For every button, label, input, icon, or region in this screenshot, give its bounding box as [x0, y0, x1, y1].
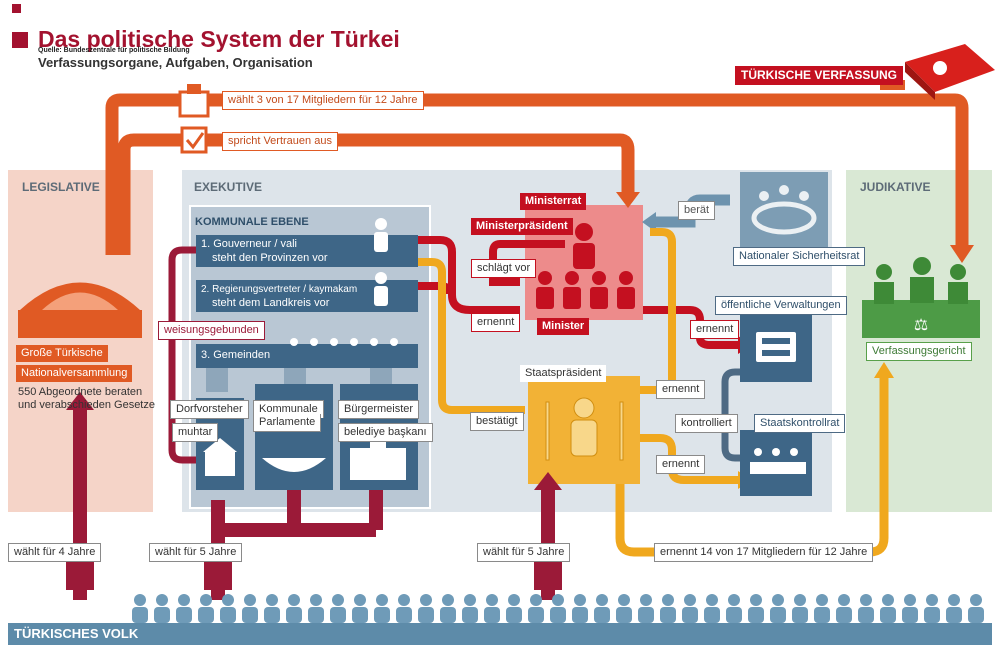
- town-hall-icon: [350, 436, 406, 480]
- council-chamber-icon: [262, 458, 326, 472]
- constitution-label: TÜRKISCHE VERFASSUNG: [735, 66, 904, 85]
- court-bench: [862, 300, 980, 338]
- parliaments-label-line2: Parlamente: [253, 414, 322, 432]
- label-bound: weisungsgebunden: [158, 321, 265, 340]
- village-head-label: Dorfvorsteher: [170, 400, 249, 419]
- checkbox-icon: [180, 126, 208, 154]
- label-advises: berät: [678, 201, 716, 220]
- label-appoints-governor: ernennt: [471, 313, 521, 332]
- page-subtitle: Verfassungsorgane, Aufgaben, Organisatio…: [38, 55, 313, 70]
- judicative-panel: [846, 170, 992, 512]
- elects-5-years-president-arrowhead: [534, 472, 562, 490]
- communities-label: 3. Gemeinden: [201, 349, 271, 361]
- parliament-icon: [18, 282, 142, 338]
- district-line1: 2. Regierungsvertreter / kaymakam: [201, 284, 358, 295]
- label-appoints-audit: ernennt: [656, 455, 706, 474]
- label-appoints-admin: ernennt: [690, 320, 740, 339]
- people-bar: [8, 623, 992, 645]
- prime-minister-icon: [573, 223, 595, 269]
- header-square-small: [12, 4, 21, 13]
- confirms-arrow: [418, 258, 525, 414]
- governor-icon: [374, 218, 388, 252]
- elects-3-of-17-arrow: [105, 93, 969, 255]
- section-judicative: JUDIKATIVE: [860, 180, 931, 194]
- audit-council-label: Staatskontrollrat: [754, 414, 846, 433]
- archive-icon: [756, 332, 796, 362]
- label-elects-3-of-17: wählt 3 von 17 Mitgliedern für 12 Jahre: [222, 91, 424, 110]
- president-icon: [545, 397, 624, 461]
- parliament-desc-line1: 550 Abgeordnete beraten: [18, 386, 143, 398]
- label-appoints-pm: ernennt: [656, 380, 706, 399]
- label-elects-4-years: wählt für 4 Jahre: [8, 543, 102, 562]
- village-head-tr-label: muhtar: [172, 423, 219, 442]
- parliaments-label-line1: Kommunale: [253, 400, 324, 418]
- governor-line2: steht den Provinzen vor: [212, 252, 328, 264]
- label-proposes: schlägt vor: [471, 259, 537, 278]
- court-label: Verfassungsgericht: [866, 342, 972, 361]
- source-note: Quelle: Bundeszentrale für politische Bi…: [38, 47, 190, 54]
- district-head-icon: [374, 272, 388, 306]
- parliament-name-line1: Große Türkische: [16, 345, 108, 362]
- mayor-label: Bürgermeister: [338, 400, 420, 419]
- people-label: TÜRKISCHES VOLK: [14, 626, 139, 641]
- auditors-icon: [750, 448, 806, 474]
- constitution-book-icon: [905, 44, 995, 100]
- community-members-icon: [290, 338, 398, 346]
- appoints-14-of-17-arrowhead: [874, 362, 894, 378]
- connector-village: [206, 368, 228, 392]
- ballot-box-top-icon: [178, 84, 210, 118]
- connector-parliament: [284, 368, 306, 384]
- parliament-name-line2: Nationalversammlung: [16, 365, 133, 382]
- judges-icon: [874, 257, 968, 304]
- label-confirms: bestätigt: [470, 412, 524, 431]
- appoints-governor-arrow: [418, 236, 520, 314]
- section-executive: EXEKUTIVE: [194, 180, 263, 194]
- header-square: [12, 32, 28, 48]
- proposes-arrow: [489, 240, 565, 286]
- president-label: Staatspräsident: [520, 365, 607, 382]
- district-line2: steht dem Landkreis vor: [212, 297, 330, 309]
- label-confidence: spricht Vertrauen aus: [222, 132, 338, 151]
- label-elects-5-years-president: wählt für 5 Jahre: [477, 543, 571, 562]
- bound-arrow: [168, 246, 238, 464]
- section-municipal: KOMMUNALE EBENE: [195, 216, 309, 228]
- council-label: Ministerrat: [520, 193, 587, 210]
- advises-arrowhead: [642, 212, 656, 232]
- label-appoints-14-of-17: ernennt 14 von 17 Mitgliedern für 12 Jah…: [654, 543, 874, 562]
- communities-box: [196, 344, 418, 368]
- connector-mayor: [370, 368, 392, 384]
- ministers-icon: [536, 271, 635, 309]
- mayor-tr-label: belediye başkanı: [338, 423, 433, 442]
- elects-3-of-17-arrowhead: [950, 245, 974, 263]
- people-crowd-icon: [132, 594, 984, 623]
- confidence-arrow: [117, 133, 635, 255]
- village-icon: [203, 438, 237, 476]
- prime-minister-label: Ministerpräsident: [471, 218, 573, 235]
- public-admin-label: öffentliche Verwaltungen: [715, 296, 847, 315]
- label-elects-5-years-local: wählt für 5 Jahre: [149, 543, 243, 562]
- confidence-arrowhead: [616, 192, 640, 208]
- parliament-desc-line2: und verabschieden Gesetze: [18, 399, 155, 411]
- section-legislative: LEGISLATIVE: [22, 180, 100, 194]
- security-council-label: Nationaler Sicherheitsrat: [733, 247, 866, 266]
- page-title: Das politische System der Türkei: [38, 26, 400, 52]
- elects-4-years-arrowhead: [66, 392, 94, 410]
- minister-label: Minister: [537, 318, 590, 335]
- label-controls: kontrolliert: [675, 414, 738, 433]
- governor-line1: 1. Gouverneur / vali: [201, 238, 297, 250]
- security-council-icon: [751, 185, 817, 235]
- scales-icon: ⚖: [914, 317, 928, 334]
